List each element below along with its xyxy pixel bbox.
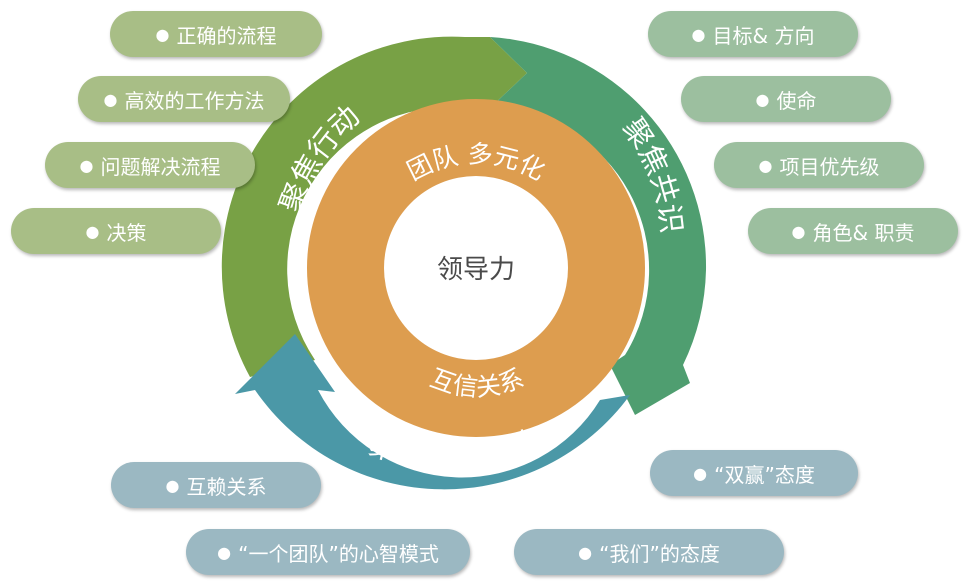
action-item: ● 高效的工作方法 — [78, 76, 290, 122]
consensus-item-label: 使命 — [776, 88, 817, 113]
bullet-icon: ● — [85, 221, 100, 241]
spirit-item-label: “我们”的态度 — [599, 541, 720, 566]
action-item-label: 正确的流程 — [176, 23, 277, 48]
bullet-icon: ● — [217, 542, 232, 562]
spirit-item-label: 互赖关系 — [186, 474, 267, 499]
action-item: ● 问题解决流程 — [45, 142, 255, 188]
spirit-arc — [235, 334, 630, 490]
spirit-item-label: “双赢”态度 — [714, 462, 815, 487]
diversity-ring — [307, 99, 645, 437]
action-item-label: 决策 — [106, 220, 147, 245]
consensus-item: ● 目标& 方向 — [648, 11, 858, 57]
spirit-item: ● 互赖关系 — [111, 462, 321, 508]
bullet-icon: ● — [691, 24, 706, 44]
bullet-icon: ● — [755, 89, 770, 109]
bullet-icon: ● — [103, 89, 118, 109]
spirit-item-label: “一个团队”的心智模式 — [238, 541, 439, 566]
consensus-item: ● 使命 — [681, 76, 891, 122]
consensus-item-label: 项目优先级 — [779, 154, 880, 179]
consensus-item: ● 角色& 职责 — [748, 208, 958, 254]
center-label: 领导力 — [437, 255, 515, 285]
spirit-item: ● “我们”的态度 — [514, 529, 784, 575]
consensus-item-label: 目标& 方向 — [712, 23, 815, 48]
action-item: ● 正确的流程 — [110, 11, 322, 57]
consensus-item: ● 项目优先级 — [714, 142, 924, 188]
bullet-icon: ● — [758, 155, 773, 175]
action-item: ● 决策 — [11, 208, 221, 254]
action-item-label: 问题解决流程 — [100, 154, 221, 179]
bullet-icon: ● — [155, 24, 170, 44]
center-circle — [384, 176, 568, 360]
bullet-icon: ● — [693, 463, 708, 483]
action-item-label: 高效的工作方法 — [124, 88, 265, 113]
spirit-item: ● “一个团队”的心智模式 — [186, 529, 470, 575]
bullet-icon: ● — [165, 475, 180, 495]
spirit-item: ● “双赢”态度 — [650, 450, 858, 496]
consensus-item-label: 角色& 职责 — [812, 220, 915, 245]
action-arc — [221, 36, 527, 377]
consensus-arc — [490, 37, 707, 415]
bullet-icon: ● — [791, 221, 806, 241]
bullet-icon: ● — [79, 155, 94, 175]
bullet-icon: ● — [578, 542, 593, 562]
